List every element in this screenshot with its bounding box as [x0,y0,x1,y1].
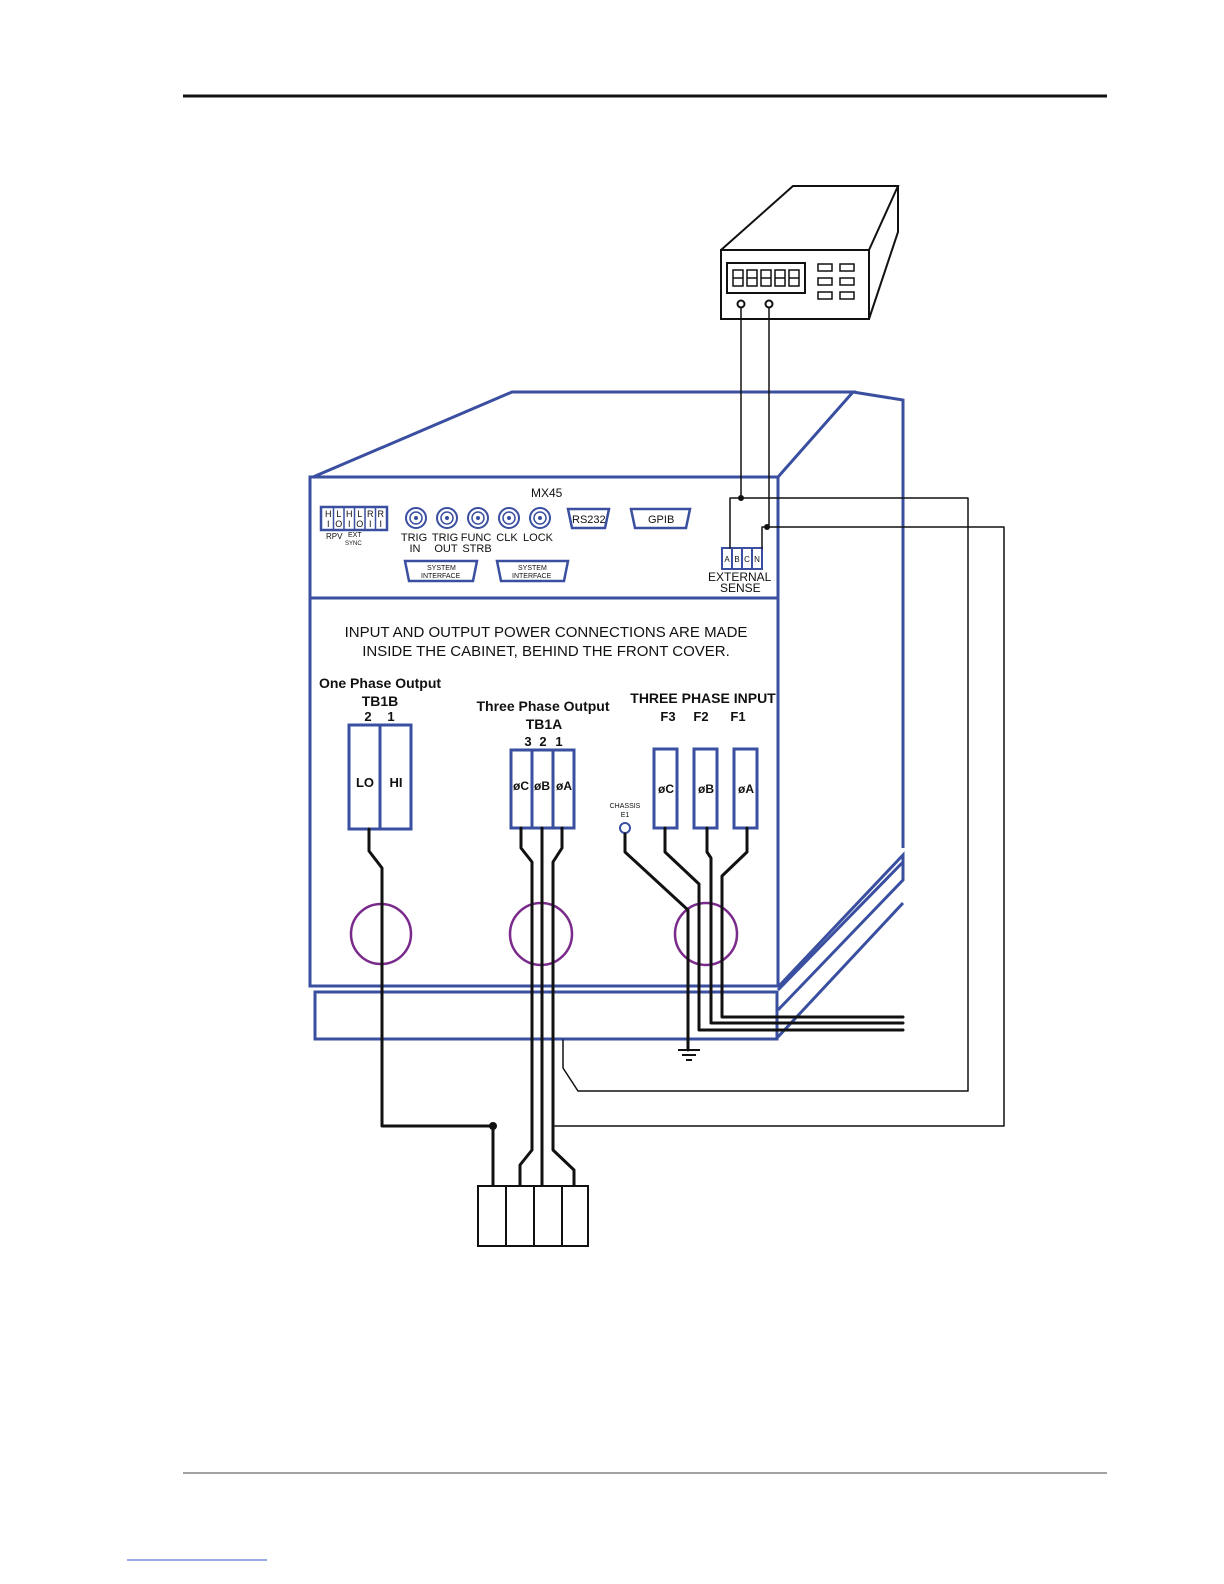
block-digit: O [335,519,342,529]
cabinet-base [313,990,779,1041]
block-letter: L [336,509,341,519]
load-terminal-block [477,1185,589,1247]
block-letter: H [346,509,353,519]
notice-line-1: INPUT AND OUTPUT POWER CONNECTIONS ARE M… [345,624,748,641]
bnc-label-line1: TRIG [432,532,458,544]
model-label: MX45 [531,486,563,500]
sense-terminal-label: A [724,555,730,564]
tb1b-label: TB1B [362,693,399,709]
tpi-phase-a-label: øA [738,782,754,796]
chassis-e1-label: E1 [621,812,630,819]
rpv-label: RPV [326,532,343,541]
tpi-num-f1: F1 [730,709,745,724]
sense-terminal-label: C [744,555,750,564]
meter-buttons [817,263,855,300]
bnc-label-line1: LOCK [523,532,554,544]
gpib-port[interactable]: GPIB [629,507,692,530]
bnc-pin [538,516,542,520]
voltmeter [720,185,900,320]
block-letter: R [378,509,385,519]
tpo-phase-a-label: øA [556,779,572,793]
tpo-num-3: 3 [524,734,531,749]
three-phase-output-title: Three Phase Output [476,698,609,714]
notice-line-2: INSIDE THE CABINET, BEHIND THE FRONT COV… [362,643,730,660]
block-letter: H [325,509,332,519]
lo-label: LO [356,775,374,790]
block-digit: I [369,519,372,529]
meter-jack-left [736,299,746,309]
gpib-label: GPIB [648,514,674,526]
bnc-label-line2: STRB [462,543,491,555]
system-interface-2-line1: SYSTEM [518,565,547,572]
meter-digits [732,269,800,287]
bnc-pin [507,516,511,520]
one-phase-title: One Phase Output [319,675,441,691]
cabinet [308,390,905,1041]
system-interface-1-line1: SYSTEM [427,565,456,572]
sense-terminal-label: N [754,555,760,564]
chassis-stud[interactable] [619,822,631,834]
tpi-num-f3: F3 [660,709,675,724]
block-letter: R [367,509,374,519]
three-phase-input-title: THREE PHASE INPUT [630,690,776,706]
tpo-phase-b-label: øB [534,779,550,793]
tpo-num-2: 2 [539,734,546,749]
chassis-label: CHASSIS [610,803,641,810]
bnc-label-line2: OUT [434,543,458,555]
tpi-phase-c-label: øC [658,782,674,796]
bnc-pin [445,516,449,520]
bnc-pin [414,516,418,520]
tpo-phase-c-label: øC [513,779,529,793]
system-interface-2-line2: INTERFACE [512,573,552,580]
bnc-label-line2: IN [410,543,421,555]
block-digit: O [356,519,363,529]
external-label: EXTERNAL [708,570,772,584]
tb1a-label: TB1A [526,716,563,732]
block-digit: I [327,519,330,529]
meter-jack-right [764,299,774,309]
main-panel [308,596,780,988]
cable-gland-input [673,901,739,967]
sense-terminal-label: B [734,555,739,564]
bnc-label-line1: TRIG [401,532,427,544]
tb1b-hi-terminal[interactable] [378,723,413,831]
rs232-port[interactable]: RS232 [566,507,611,530]
system-interface-port-2[interactable]: SYSTEM INTERFACE [495,559,570,583]
system-interface-port-1[interactable]: SYSTEM INTERFACE [403,559,479,583]
bnc-label-line1: CLK [496,532,518,544]
hi-label: HI [390,775,403,790]
sync-label: SYNC [345,541,362,547]
block-digit: I [379,519,382,529]
tpo-num-1: 1 [555,734,562,749]
tpi-num-f2: F2 [693,709,708,724]
sense-terminal[interactable] [751,547,763,570]
one-phase-num-2: 2 [364,709,371,724]
one-phase-num-1: 1 [387,709,394,724]
tpi-phase-b-label: øB [698,782,714,796]
sense-label: SENSE [720,581,761,595]
system-interface-1-line2: INTERFACE [421,573,461,580]
wiring [367,307,1005,1188]
rs232-label: RS232 [572,514,606,526]
bnc-label-line1: FUNC [461,532,492,544]
block-digit: I [348,519,351,529]
bnc-pin [476,516,480,520]
ext-label: EXT [348,532,362,539]
block-letter: L [357,509,362,519]
